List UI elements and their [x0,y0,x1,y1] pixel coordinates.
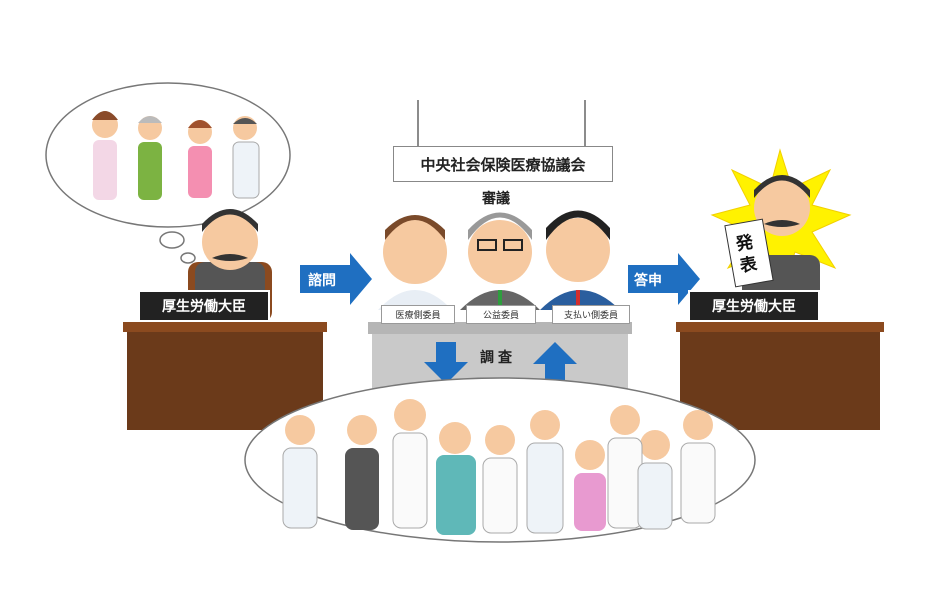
citizens-figures [92,111,260,200]
deliberation-label: 審議 [482,191,510,207]
consult-arrow [300,253,372,305]
right-desk [676,322,884,430]
report-label: 答申 [634,273,662,289]
member-plate-payer: 支払い側委員 [552,305,630,324]
investigation-up-arrow [533,342,577,384]
medical-staff-figures [282,399,716,535]
investigation-down-arrow [424,342,468,384]
report-arrow [628,253,700,305]
member-plate-medical: 医療側委員 [381,305,455,324]
left-minister-label: 厚生労働大臣 [138,290,270,322]
sign-strings [417,100,586,148]
investigation-label: 調査 [480,350,516,366]
council-members [378,210,620,310]
consult-label: 諮問 [308,273,336,289]
member-plate-public: 公益委員 [466,305,536,324]
council-name-sign: 中央社会保険医療協議会 [393,146,613,182]
right-minister-label: 厚生労働大臣 [688,290,820,322]
